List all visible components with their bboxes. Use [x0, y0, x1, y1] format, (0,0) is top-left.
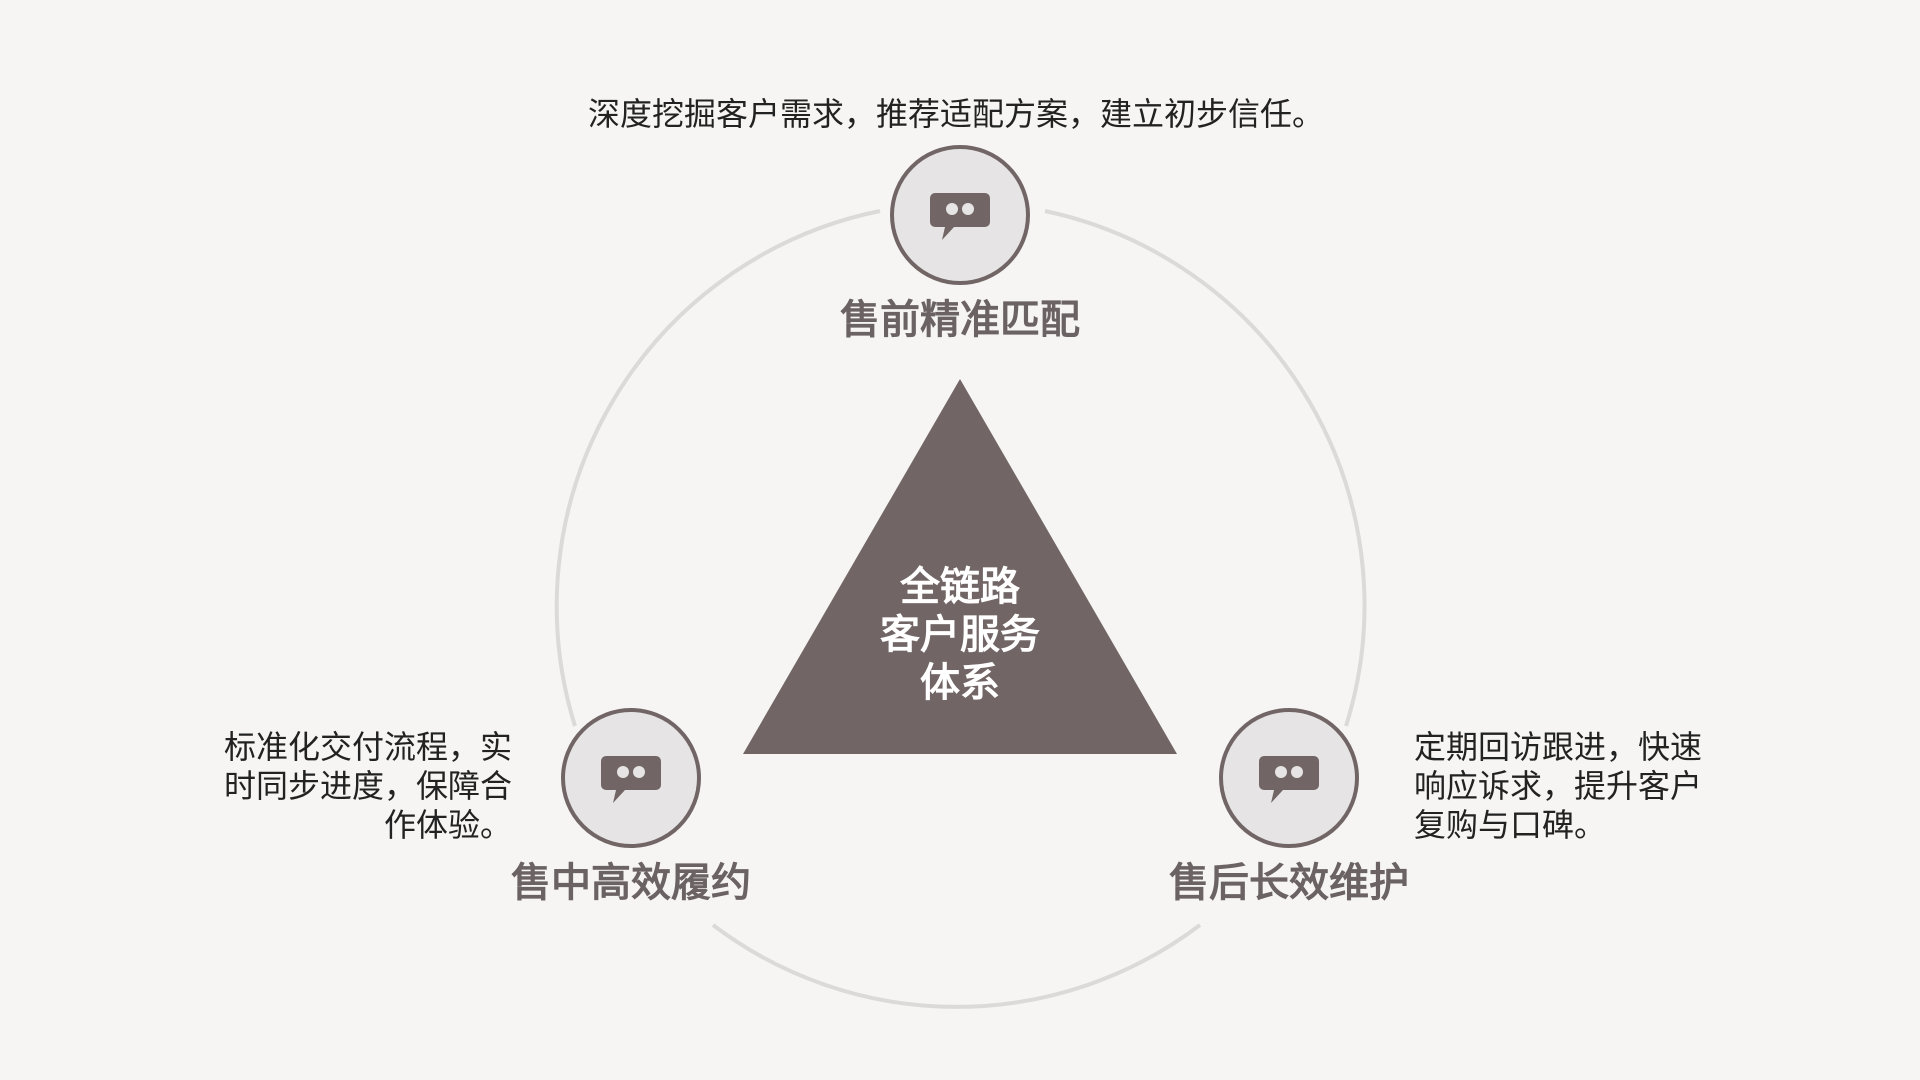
stage-node-presale: [890, 145, 1030, 285]
stage-node-aftersale: [1219, 708, 1359, 848]
aftersale-description-line-2: 响应诉求，提升客户: [1414, 767, 1703, 805]
insale-title: 售中高效履约: [511, 860, 751, 906]
center-label-line-1: 全链路: [900, 564, 1020, 610]
insale-description-line-3: 作体验。: [383, 806, 512, 844]
chat-bubble-icon: [601, 756, 661, 803]
chat-bubble-icon: [930, 193, 990, 240]
stage-node-insale: [561, 708, 701, 848]
aftersale-description: 定期回访跟进，快速 响应诉求，提升客户 复购与口碑。: [1414, 728, 1702, 845]
insale-description-line-1: 标准化交付流程，实: [223, 728, 512, 766]
presale-title: 售前精准匹配: [840, 297, 1080, 343]
insale-description-line-2: 时同步进度，保障合: [223, 767, 512, 805]
center-label-line-3: 体系: [920, 660, 1000, 706]
center-triangle: [743, 379, 1177, 754]
presale-description: 深度挖掘客户需求，推荐适配方案，建立初步信任。: [588, 95, 1325, 133]
aftersale-description-line-1: 定期回访跟进，快速: [1414, 728, 1703, 766]
ring-arc-bottom: [711, 923, 1202, 1009]
center-label: 全链路 客户服务 体系: [810, 563, 1110, 707]
insale-description: 标准化交付流程，实 时同步进度，保障合 作体验。: [200, 728, 512, 845]
aftersale-description-line-3: 复购与口碑。: [1414, 806, 1607, 844]
ring-arc-top-left: [554, 209, 881, 727]
aftersale-title: 售后长效维护: [1169, 860, 1409, 906]
center-label-line-2: 客户服务: [880, 612, 1040, 658]
ring-arc-top-right: [1044, 209, 1367, 727]
chat-bubble-icon: [1259, 756, 1319, 803]
